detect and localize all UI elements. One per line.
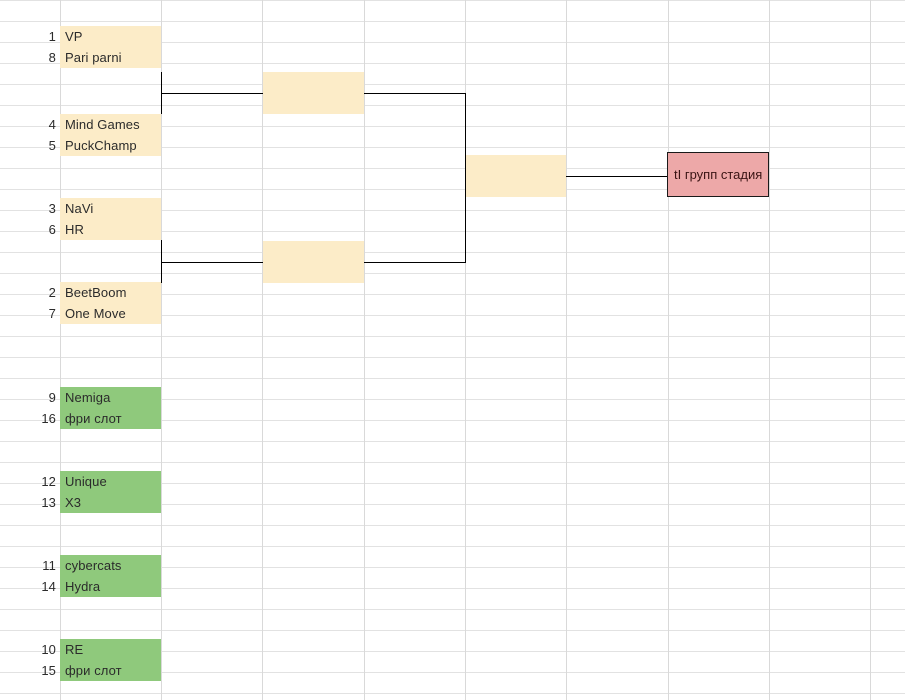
gridline-horizontal bbox=[0, 609, 905, 610]
seed-number: 13 bbox=[41, 495, 56, 510]
semifinal-slot-1[interactable] bbox=[263, 72, 364, 114]
seed-number: 16 bbox=[41, 411, 56, 426]
team-slot[interactable]: 14 Hydra bbox=[41, 576, 161, 597]
team-slot[interactable]: 2 BeetBoom bbox=[49, 282, 161, 303]
connector-horizontal-semi-2-out bbox=[364, 262, 466, 263]
team-slot[interactable]: 12 Unique bbox=[41, 471, 161, 492]
gridline-horizontal bbox=[0, 525, 905, 526]
champion-box[interactable]: tI групп стадия bbox=[667, 152, 769, 197]
gridline-horizontal bbox=[0, 0, 905, 1]
team-slot[interactable]: 8 Pari parni bbox=[49, 47, 161, 68]
seed-number: 1 bbox=[48, 29, 56, 44]
team-slot[interactable]: 1 VP bbox=[49, 26, 161, 47]
connector-horizontal-semi-1-out bbox=[364, 93, 466, 94]
team-name: HR bbox=[65, 222, 84, 237]
qualifier-row-4[interactable]: 10 RE 15 фри слот bbox=[41, 639, 161, 681]
seed-number: 6 bbox=[48, 222, 56, 237]
team-name: PuckChamp bbox=[65, 138, 137, 153]
match-row-4[interactable]: 2 BeetBoom 7 One Move bbox=[49, 282, 161, 324]
team-name: Hydra bbox=[65, 579, 101, 594]
team-slot[interactable]: 16 фри слот bbox=[41, 408, 161, 429]
team-slot[interactable]: 11 cybercats bbox=[42, 555, 161, 576]
gridline-vertical bbox=[566, 0, 567, 700]
qualifier-row-3[interactable]: 11 cybercats 14 Hydra bbox=[41, 555, 161, 597]
qualifier-row-2[interactable]: 12 Unique 13 X3 bbox=[41, 471, 161, 513]
connector-horizontal-semi-1 bbox=[161, 93, 263, 94]
match-row-2[interactable]: 4 Mind Games 5 PuckChamp bbox=[49, 114, 161, 156]
connector-vertical-match-3-4 bbox=[161, 240, 162, 283]
team-name: X3 bbox=[65, 495, 82, 510]
connector-vertical-final bbox=[465, 93, 466, 263]
team-slot[interactable]: 9 Nemiga bbox=[49, 387, 161, 408]
team-name: Nemiga bbox=[65, 390, 111, 405]
gridline-vertical bbox=[668, 0, 669, 700]
gridline-horizontal bbox=[0, 357, 905, 358]
seed-number: 4 bbox=[48, 117, 56, 132]
team-name: фри слот bbox=[65, 663, 122, 678]
seed-number: 8 bbox=[48, 50, 56, 65]
team-slot[interactable]: 6 HR bbox=[49, 219, 161, 240]
team-slot[interactable]: 7 One Move bbox=[49, 303, 161, 324]
seed-number: 11 bbox=[42, 558, 56, 573]
seed-number: 15 bbox=[41, 663, 56, 678]
team-name: One Move bbox=[65, 306, 126, 321]
gridline-vertical bbox=[364, 0, 365, 700]
gridline-horizontal bbox=[0, 168, 905, 169]
match-row-1[interactable]: 1 VP 8 Pari parni bbox=[49, 26, 161, 68]
gridline-horizontal bbox=[0, 84, 905, 85]
seed-number: 10 bbox=[41, 642, 56, 657]
gridline-horizontal bbox=[0, 378, 905, 379]
team-slot[interactable]: 15 фри слот bbox=[41, 660, 161, 681]
gridline-horizontal bbox=[0, 630, 905, 631]
qualifier-row-1[interactable]: 9 Nemiga 16 фри слот bbox=[41, 387, 161, 429]
team-name: cybercats bbox=[65, 558, 122, 573]
team-name: Mind Games bbox=[65, 117, 140, 132]
gridline-horizontal bbox=[0, 441, 905, 442]
seed-number: 9 bbox=[48, 390, 56, 405]
gridline-horizontal bbox=[0, 546, 905, 547]
gridline-horizontal bbox=[0, 189, 905, 190]
gridline-horizontal bbox=[0, 693, 905, 694]
team-name: фри слот bbox=[65, 411, 122, 426]
team-name: VP bbox=[65, 29, 83, 44]
seed-number: 14 bbox=[41, 579, 56, 594]
team-name: Unique bbox=[65, 474, 107, 489]
team-name: NaVi bbox=[65, 201, 94, 216]
seed-number: 7 bbox=[48, 306, 56, 321]
final-slot[interactable] bbox=[466, 155, 566, 197]
gridline-horizontal bbox=[0, 462, 905, 463]
team-slot[interactable]: 4 Mind Games bbox=[49, 114, 161, 135]
semifinal-slot-2[interactable] bbox=[263, 241, 364, 283]
seed-number: 3 bbox=[48, 201, 56, 216]
seed-number: 12 bbox=[41, 474, 56, 489]
seed-number: 2 bbox=[48, 285, 56, 300]
match-row-3[interactable]: 3 NaVi 6 HR bbox=[49, 198, 161, 240]
team-slot[interactable]: 13 X3 bbox=[41, 492, 161, 513]
team-name: RE bbox=[65, 642, 84, 657]
gridline-horizontal bbox=[0, 273, 905, 274]
team-name: Pari parni bbox=[65, 50, 122, 65]
connector-horizontal-semi-2 bbox=[161, 262, 263, 263]
gridline-vertical bbox=[769, 0, 770, 700]
seed-number: 5 bbox=[48, 138, 56, 153]
gridline-vertical bbox=[870, 0, 871, 700]
team-name: BeetBoom bbox=[65, 285, 127, 300]
team-slot[interactable]: 10 RE bbox=[41, 639, 161, 660]
gridline-horizontal bbox=[0, 252, 905, 253]
gridline-horizontal bbox=[0, 336, 905, 337]
team-slot[interactable]: 3 NaVi bbox=[49, 198, 161, 219]
gridline-horizontal bbox=[0, 105, 905, 106]
connector-horizontal-champion bbox=[566, 176, 668, 177]
team-slot[interactable]: 5 PuckChamp bbox=[49, 135, 161, 156]
gridline-horizontal bbox=[0, 21, 905, 22]
